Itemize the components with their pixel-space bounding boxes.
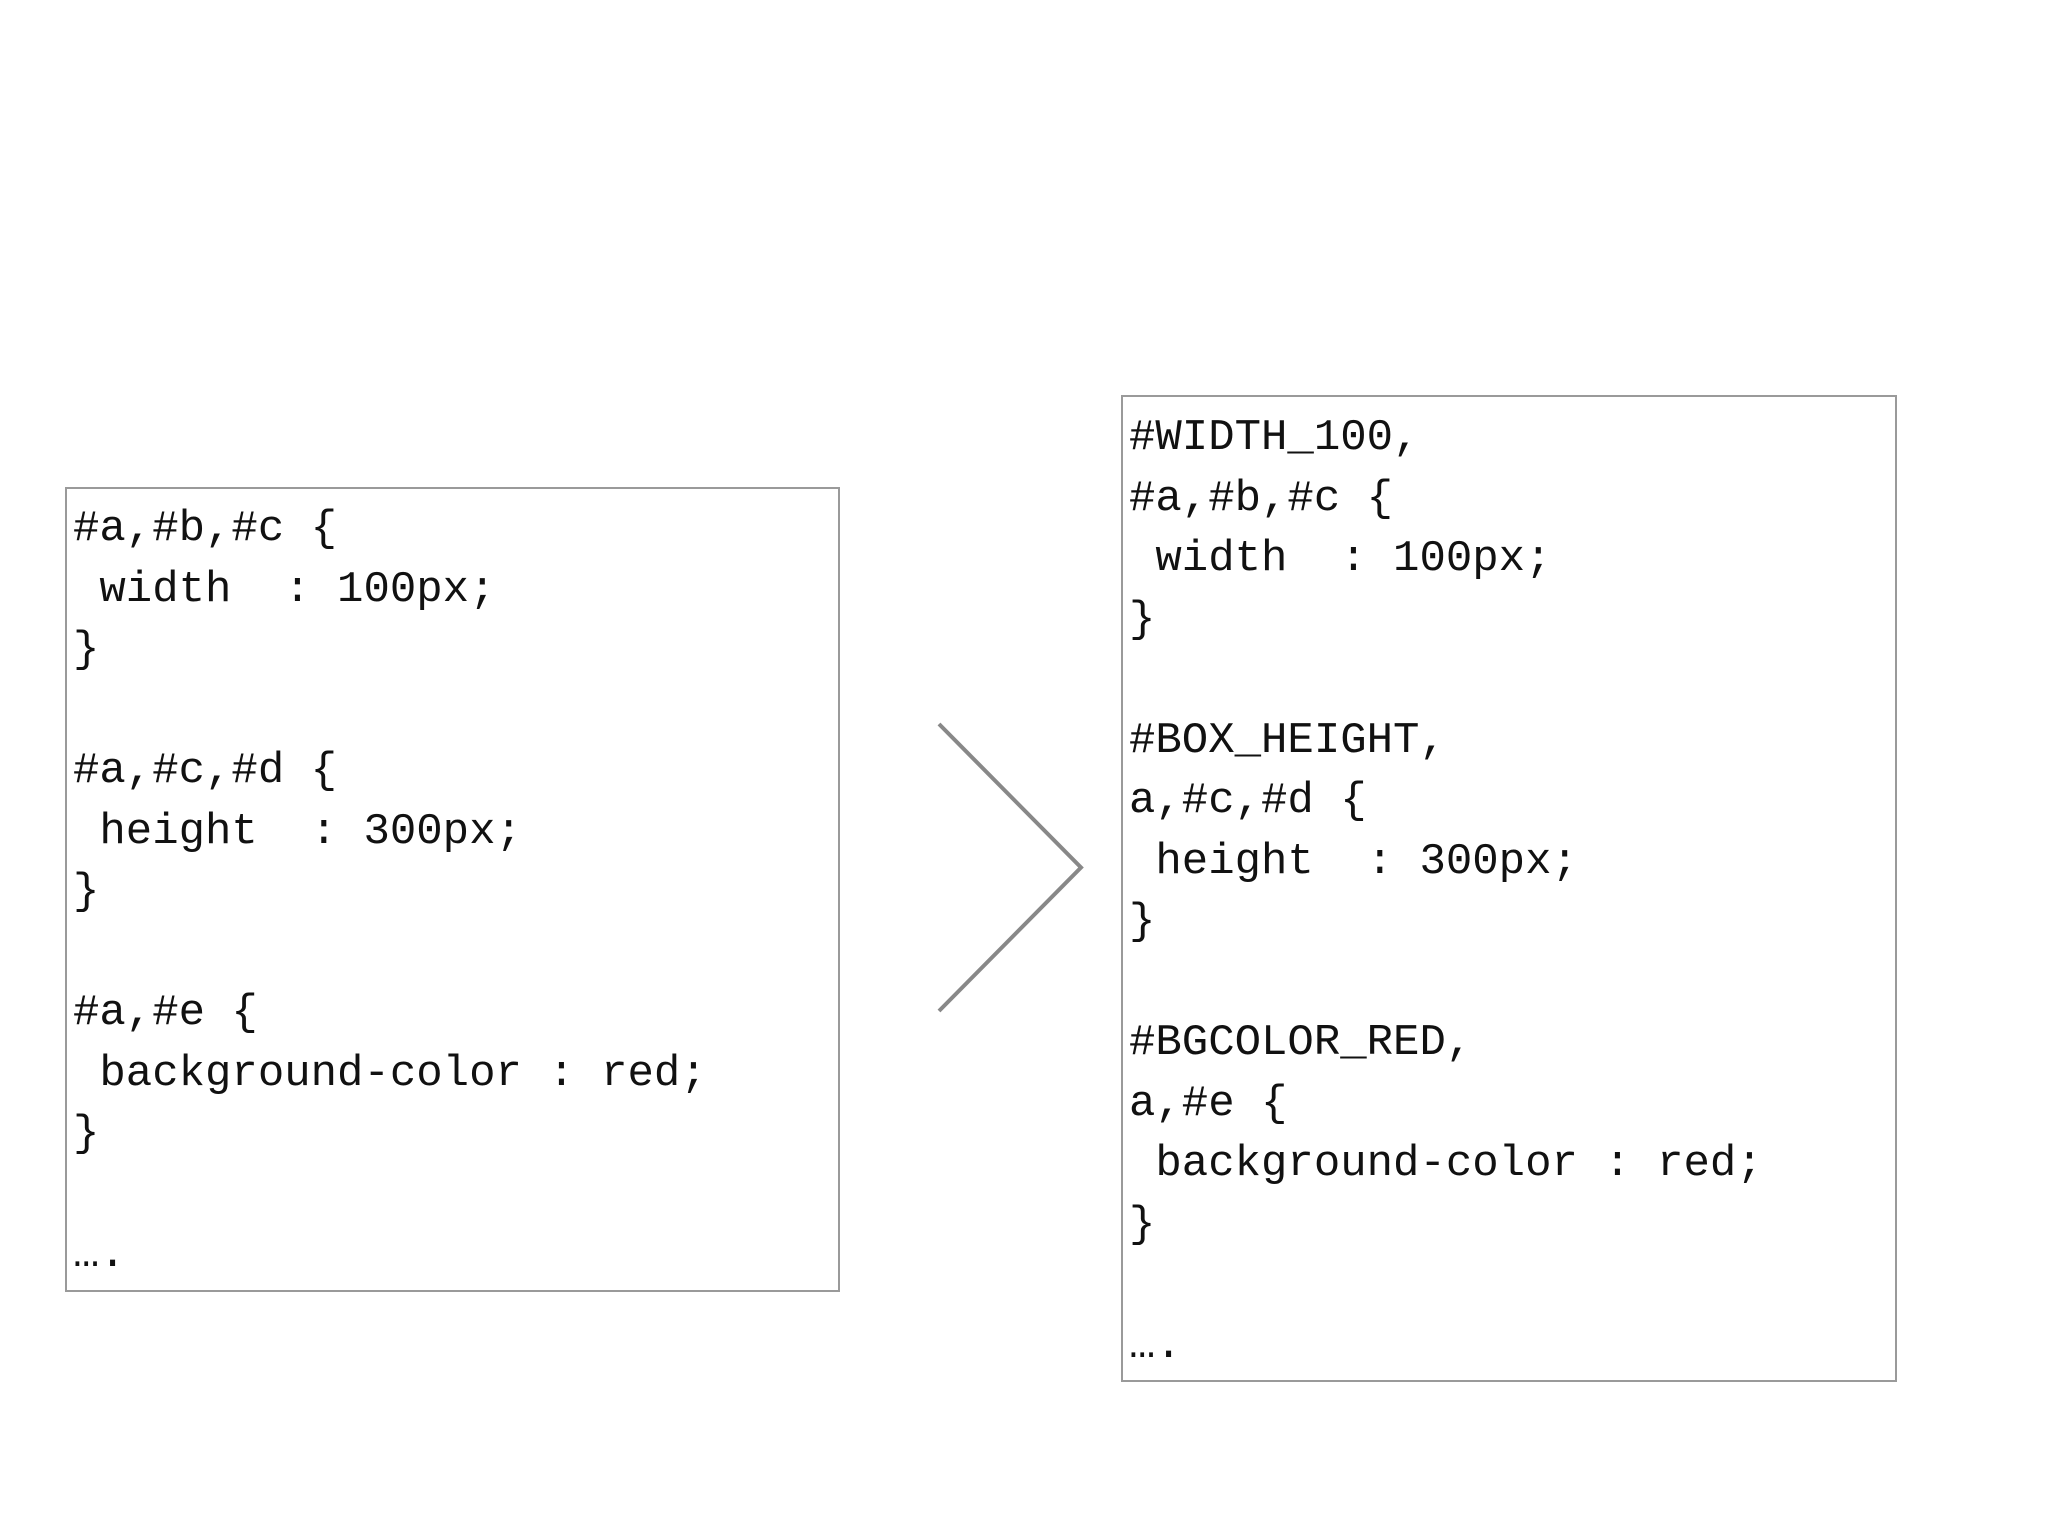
code-line: #a,#c,#d { [73,746,338,796]
code-line: } [1129,897,1156,947]
code-line [1129,1255,1895,1316]
code-line: height : 300px; [1129,836,1578,887]
chevron-right-icon [937,722,1084,1013]
code-line: …. [1129,1320,1182,1371]
original-css-code-box: #a,#b,#c { width : 100px;} #a,#c,#d { he… [65,487,840,1292]
code-line: #WIDTH_100, [1129,413,1420,463]
code-line: #a,#b,#c { [73,504,338,554]
code-line: background-color : red; [73,1048,707,1099]
code-line [1129,650,1895,711]
code-line: #a,#b,#c { [1129,473,1394,524]
code-line [73,681,838,742]
code-line: } [73,625,100,675]
code-line [73,923,838,984]
code-line: height : 300px; [73,806,522,857]
code-line: } [73,1109,100,1159]
code-line: a,#e { [1129,1078,1288,1129]
code-line [73,1165,838,1226]
code-line [1129,953,1895,1014]
code-line: } [73,867,100,917]
code-line: width : 100px; [1129,534,1552,584]
code-line: #BOX_HEIGHT, [1129,715,1446,766]
code-line: } [1129,1199,1156,1250]
code-line: #a,#e { [73,988,258,1038]
transformed-css-code-box: #WIDTH_100, #a,#b,#c { width : 100px;} #B… [1121,395,1897,1382]
code-line: } [1129,594,1156,645]
code-line: a,#c,#d { [1129,776,1367,826]
code-line: background-color : red; [1129,1139,1763,1189]
code-line: #BGCOLOR_RED, [1129,1018,1473,1068]
code-line: width : 100px; [73,564,496,615]
code-line: …. [73,1230,126,1280]
